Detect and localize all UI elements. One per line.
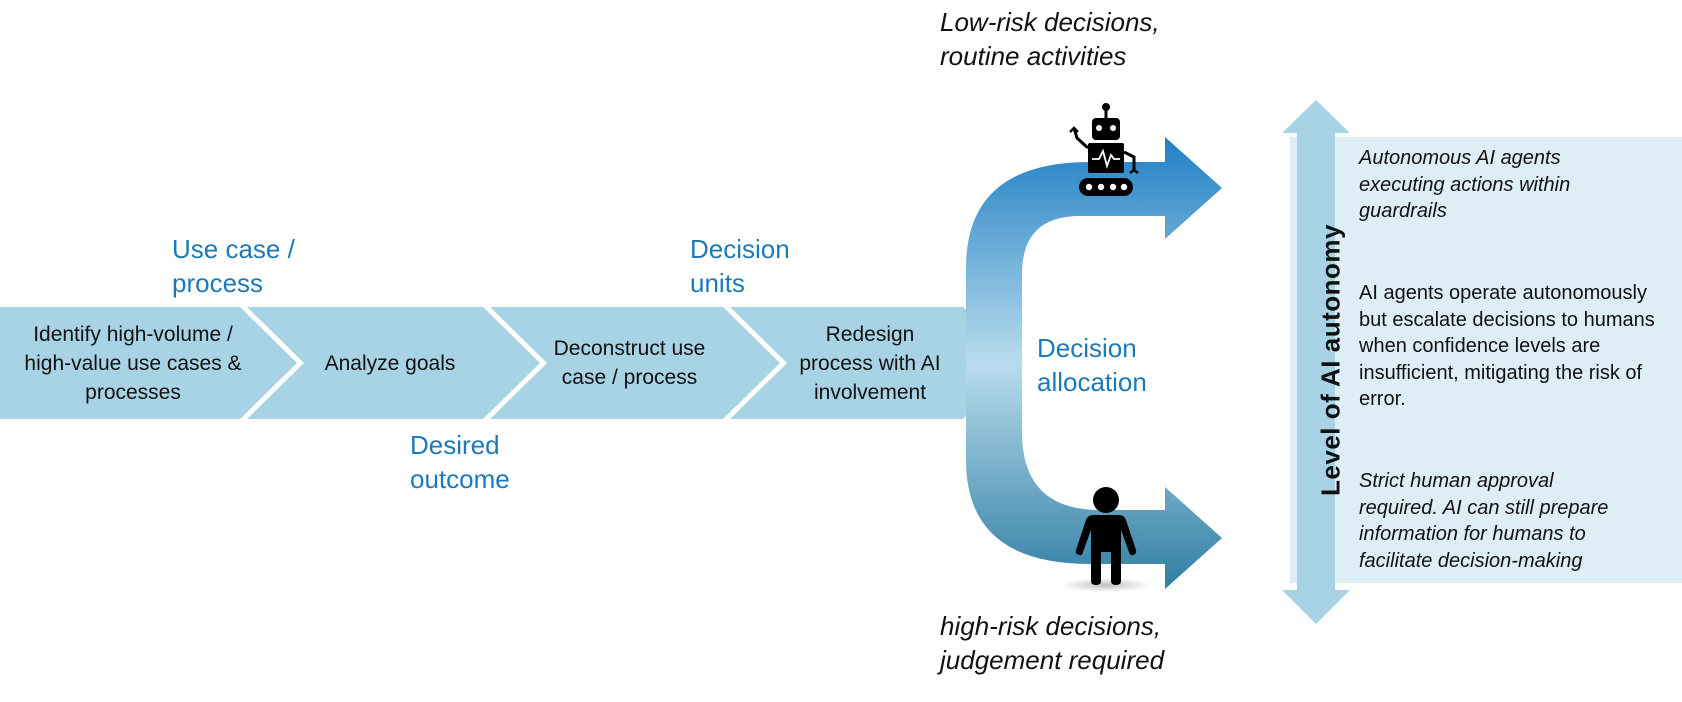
decision-allocation-label: Decision allocation <box>1037 333 1147 397</box>
use-case-label: Use case / process <box>172 234 295 298</box>
robot-icon <box>1069 103 1139 196</box>
chevron-step-3 <box>490 307 780 419</box>
chevron-step-2 <box>247 307 540 419</box>
step-3-label: Deconstruct use case / process <box>553 337 706 389</box>
step-1-label: Identify high-volume / high-value use ca… <box>24 322 242 404</box>
low-risk-label: Low-risk decisions, routine activities <box>940 7 1160 71</box>
decision-split-arrow <box>966 137 1222 589</box>
desired-outcome-label: Desired outcome <box>410 430 510 494</box>
autonomy-panel <box>1290 137 1682 583</box>
autonomy-axis-label: Level of AI autonomy <box>1315 224 1346 496</box>
person-icon <box>1060 487 1152 592</box>
autonomy-level-mid: AI agents operate autonomously but escal… <box>1359 282 1655 410</box>
chevron-step-4 <box>730 307 1020 419</box>
autonomy-level-high: Autonomous AI agents executing actions w… <box>1359 147 1571 222</box>
step-4-label: Redesign process with AI involvement <box>799 322 941 404</box>
autonomy-level-low: Strict human approval required. AI can s… <box>1359 470 1609 572</box>
chevron-step-1 <box>0 307 297 419</box>
step-2-label: Analyze goals <box>324 351 456 375</box>
decision-units-label: Decision units <box>690 234 790 298</box>
high-risk-label: high-risk decisions, judgement required <box>940 611 1165 675</box>
autonomy-axis-arrow <box>1282 100 1350 624</box>
